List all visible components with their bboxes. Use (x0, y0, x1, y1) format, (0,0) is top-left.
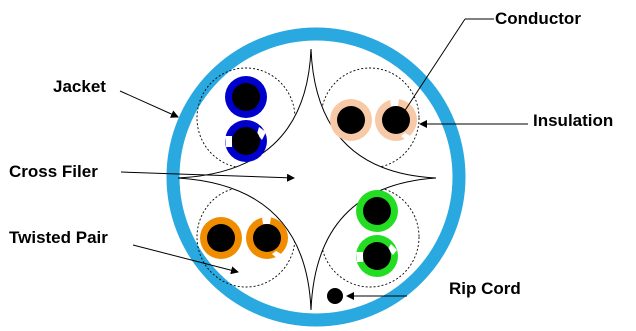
rip-cord-dot (327, 288, 343, 304)
peach-conductor-1 (337, 106, 365, 134)
blue-conductor-2 (232, 127, 260, 155)
conductor-leader (399, 18, 466, 119)
green-conductor-2 (363, 242, 391, 270)
peach-stripe-top (390, 99, 399, 106)
peach-conductor-2 (382, 106, 410, 134)
cross-filler-leader (120, 171, 295, 182)
orange-conductor-2 (253, 224, 281, 252)
orange-stripe-bottom (272, 251, 283, 259)
pair-orange (200, 217, 288, 259)
twisted-pair-label: Twisted Pair (9, 228, 108, 247)
insulation-label: Insulation (533, 111, 613, 130)
orange-stripe-top (262, 217, 271, 224)
pair-green (356, 190, 398, 277)
blue-conductor-1 (232, 83, 260, 111)
green-stripe-left (356, 252, 363, 262)
jacket-label: Jacket (53, 77, 106, 96)
conductor-label: Conductor (495, 9, 581, 28)
green-conductor-1 (363, 197, 391, 225)
green-stripe-right (388, 244, 397, 255)
pair-peach (330, 99, 417, 141)
orange-conductor-1 (207, 224, 235, 252)
pair-blue (225, 76, 267, 162)
twisted-pair-leader (132, 244, 239, 275)
blue-stripe-left (225, 136, 232, 147)
jacket-leader (119, 90, 179, 118)
cross-filler-label: Cross Filer (9, 162, 98, 181)
rip-cord-label: Rip Cord (449, 279, 521, 298)
blue-stripe-right (257, 127, 266, 140)
peach-stripe-bottom (401, 133, 412, 141)
